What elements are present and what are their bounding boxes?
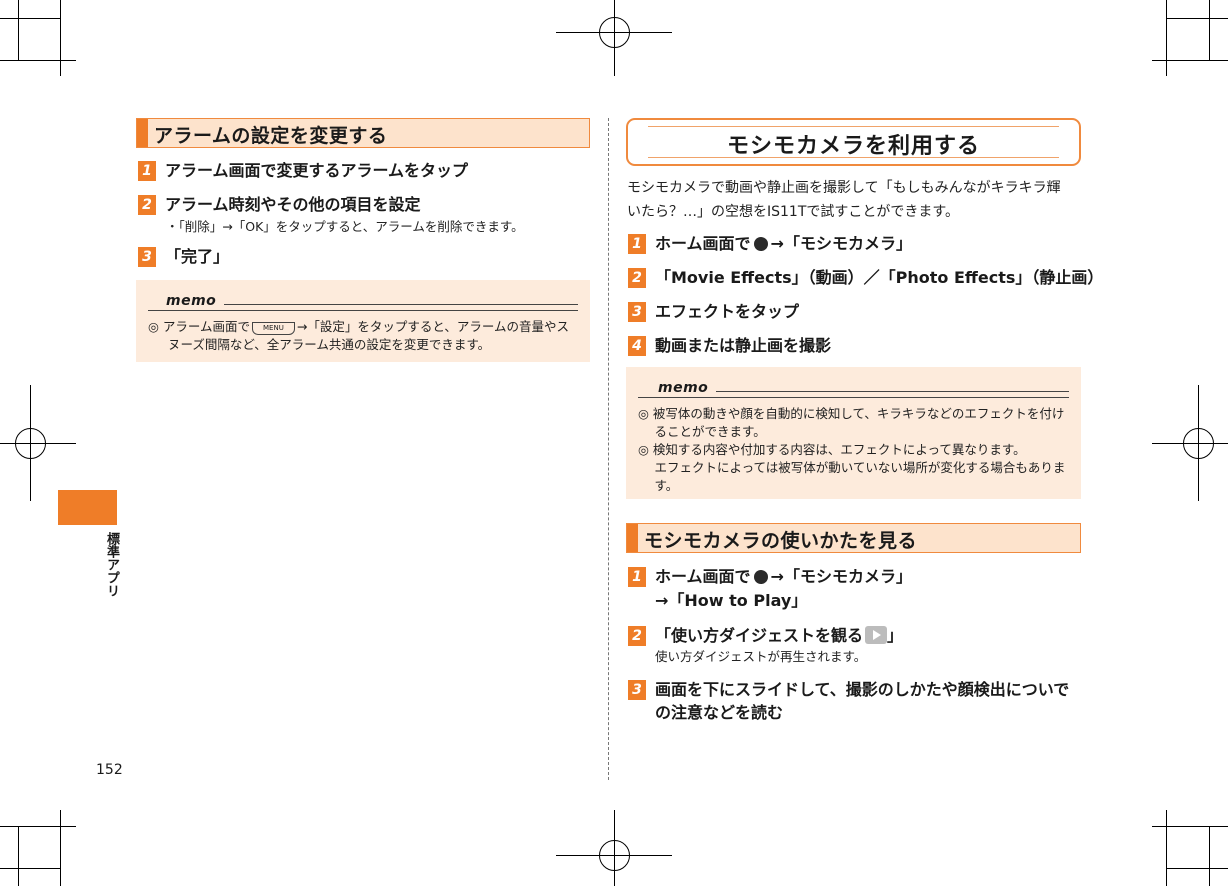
menu-key-icon: MENU [252,322,295,335]
intro-line-1: モシモカメラで動画や静止画を撮影して「もしもみんながキラキラ輝 [627,180,1061,196]
section-heading-howto: モシモカメラの使いかたを見る [626,523,1081,553]
memo-line-5: す。 [638,478,679,493]
section-heading-text: モシモカメラの使いかたを見る [644,530,918,552]
memo-line-3: ◎ 検知する内容や付加する内容は、エフェクトによって異なります。 [638,442,1026,457]
section-heading-text: アラームの設定を変更する [154,125,388,147]
page-number: 152 [96,762,123,778]
intro-line-2: いたら？…」の空想をIS11Tで試すことができます。 [627,204,959,220]
memo-label: memo [166,293,217,309]
step-2-note: ・「削除」→「OK」をタップすると、アラームを削除できます。 [166,219,524,234]
app-list-icon [753,237,768,251]
page-title: モシモカメラを利用する [726,134,980,159]
chapter-label: 標準アプリ [104,532,119,597]
app-list-icon [753,570,768,584]
page-title-box: モシモカメラを利用する [626,118,1081,166]
chapter-tab [58,490,117,525]
memo-line-4: エフェクトによっては被写体が動いていない場所が変化する場合もありま [638,460,1066,475]
howto-step-2-sub: 使い方ダイジェストが再生されます。 [655,649,867,664]
memo-line-1: ◎ 被写体の動きや顔を自動的に検知して、キラキラなどのエフェクトを付け [638,406,1065,421]
play-icon [865,626,888,644]
column-divider [608,118,609,780]
memo-line-2: ることができます。 [638,424,766,439]
memo-line-2: ヌーズ間隔など、全アラーム共通の設定を変更できます。 [168,337,491,352]
section-heading-alarm: アラームの設定を変更する [136,118,590,148]
memo-label: memo [658,380,709,396]
memo-box-camera: memo ◎ 被写体の動きや顔を自動的に検知して、キラキラなどのエフェクトを付け… [626,367,1081,499]
